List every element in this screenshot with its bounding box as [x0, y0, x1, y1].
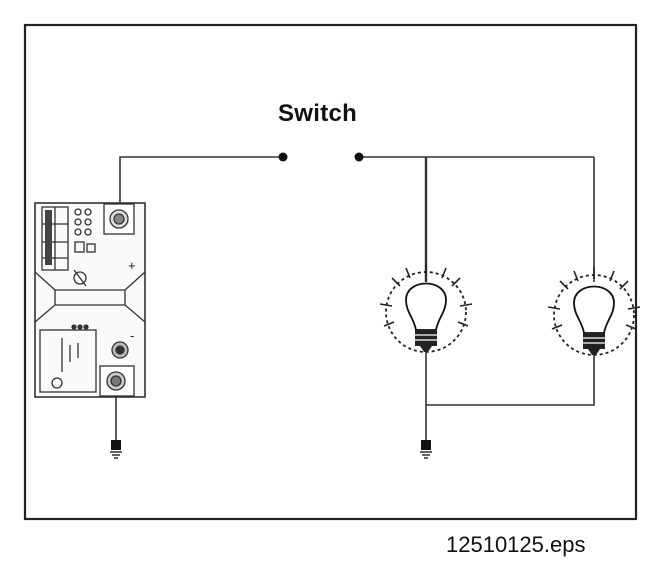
wires [115, 156, 595, 440]
wire-battery-positive [119, 156, 283, 212]
wire-bulb-2-return [426, 355, 595, 406]
frame [23, 23, 638, 521]
filename-label: 12510125.eps [446, 532, 586, 557]
ground-bulbs [420, 440, 432, 459]
switch [278, 152, 364, 162]
ground-battery [110, 440, 122, 459]
switch-contact-right [354, 152, 364, 162]
switch-label: Switch [278, 100, 358, 127]
battery-positive-label: + [128, 258, 136, 273]
bulb-2 [547, 267, 641, 356]
battery [34, 202, 146, 398]
switch-contact-left [278, 152, 288, 162]
bulb-1 [379, 264, 473, 353]
battery-negative-label: - [130, 328, 134, 343]
